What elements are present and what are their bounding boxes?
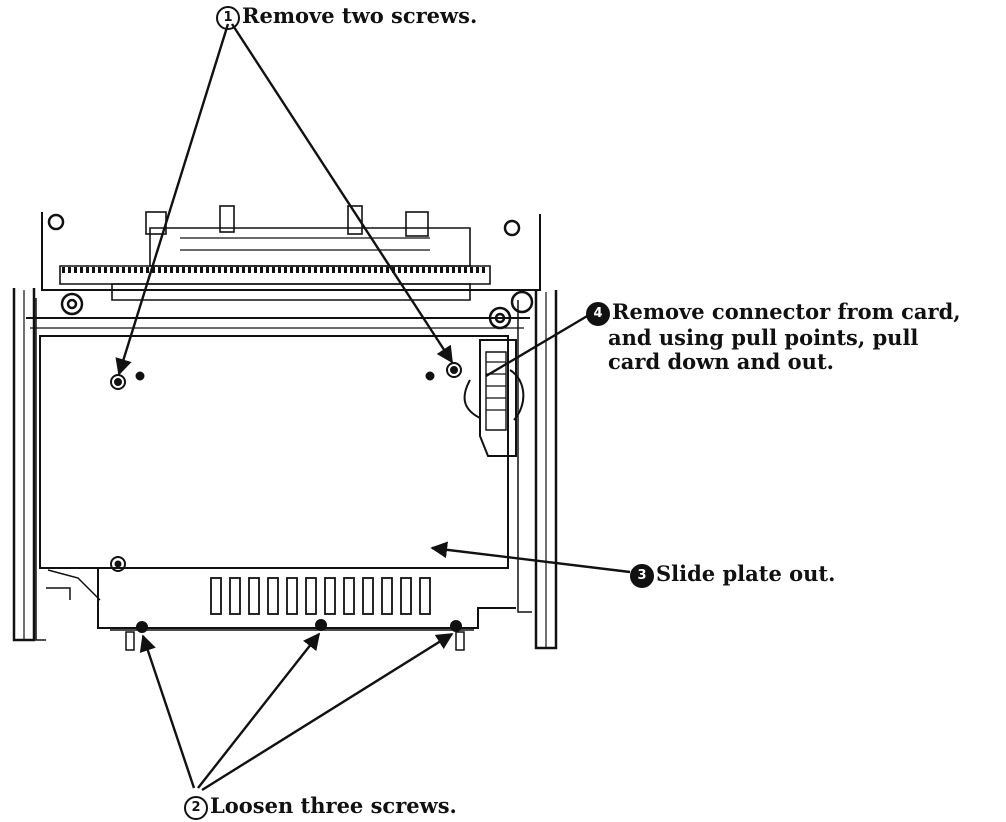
step3-number-badge: 3 — [630, 564, 654, 588]
leader-step1-left — [115, 23, 230, 376]
step4-number-badge: 4 — [586, 302, 610, 326]
step4-line-3: card down and out. — [608, 349, 834, 374]
step3-text: Slide plate out. — [656, 561, 836, 586]
screw-marks — [110, 362, 462, 633]
step4-line-1: Remove connector from card, — [612, 299, 961, 324]
leader-step3 — [430, 541, 631, 574]
device-chassis — [12, 205, 558, 651]
leader-step1-right — [230, 23, 454, 364]
leader-step2-b — [197, 632, 321, 789]
step1-text: Remove two screws. — [242, 3, 478, 28]
step4-line-2: and using pull points, pull — [608, 325, 919, 350]
step2-text: Loosen three screws. — [210, 793, 457, 818]
step2-number-badge: 2 — [184, 796, 208, 820]
leader-step2-c — [201, 632, 454, 792]
leader-step4 — [485, 310, 595, 378]
leader-step2-a — [139, 634, 196, 789]
leader-lines — [115, 23, 631, 792]
step1-number-badge: 1 — [216, 6, 240, 30]
